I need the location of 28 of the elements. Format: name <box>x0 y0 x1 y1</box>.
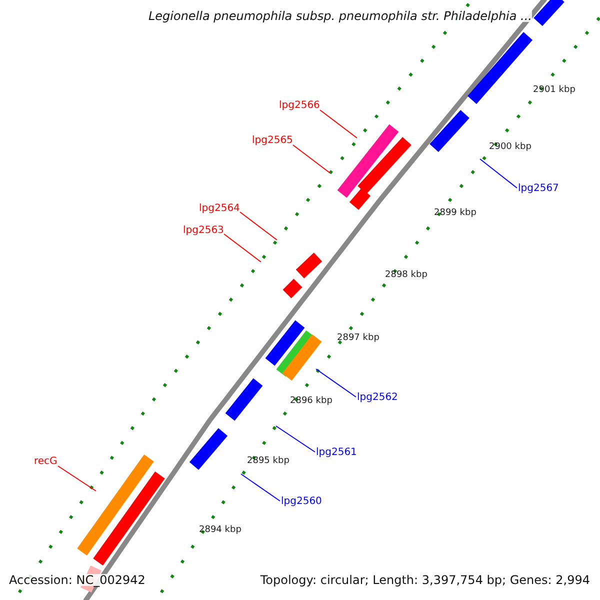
gene-label: lpg2566 <box>279 100 320 112</box>
gene-label: lpg2567 <box>518 183 559 195</box>
leader-line <box>292 144 330 174</box>
footer-text: Accession: NC_002942 <box>9 574 146 586</box>
leader-line <box>58 466 96 492</box>
gene-label: lpg2564 <box>199 203 240 215</box>
footer-text: Topology: circular; Length: 3,397,754 bp; Genes: 2,994 <box>260 574 590 586</box>
gene-label: lpg2563 <box>183 225 224 237</box>
leader-line <box>224 234 262 262</box>
leader-line <box>316 368 356 398</box>
gene-label: recG <box>34 456 58 468</box>
gene-label: lpg2560 <box>281 496 322 508</box>
gene-label: lpg2561 <box>316 447 357 459</box>
scale-label: 2900 kbp <box>489 142 532 153</box>
gene-label: lpg2562 <box>357 392 398 404</box>
scale-label: 2896 kbp <box>290 396 332 407</box>
scale-label: 2899 kbp <box>434 208 476 219</box>
scale-label: 2901 kbp <box>533 85 576 96</box>
leader-line <box>276 426 316 452</box>
leader-line <box>240 212 278 240</box>
scale-label: 2898 kbp <box>385 270 428 281</box>
leader-line <box>240 474 280 502</box>
scale-label: 2897 kbp <box>337 333 380 344</box>
leader-line <box>480 158 518 188</box>
leader-line <box>320 110 358 138</box>
scale-label: 2895 kbp <box>247 456 290 467</box>
scale-label: 2894 kbp <box>199 525 242 536</box>
gene-label: lpg2565 <box>252 135 293 147</box>
